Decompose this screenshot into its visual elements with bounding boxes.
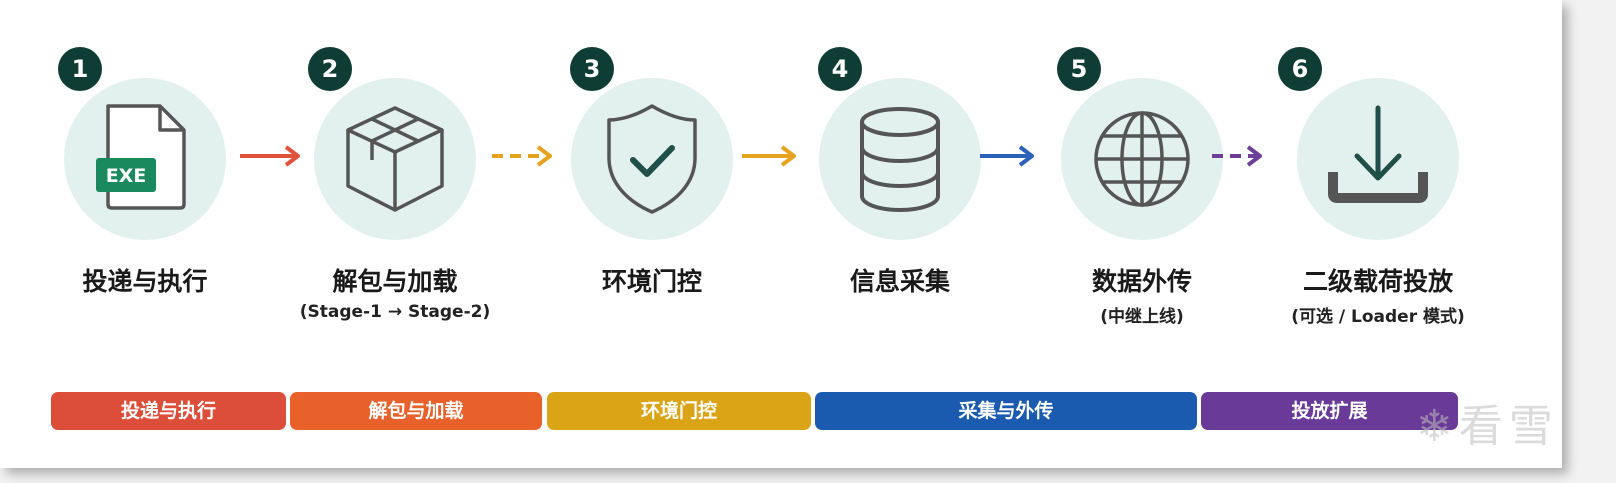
arrow-3-to-4	[742, 145, 796, 167]
step-title: 投递与执行	[82, 267, 208, 296]
phase-bar-gating: 环境门控	[547, 392, 811, 430]
step-title: 环境门控	[601, 267, 702, 296]
step-title: 信息采集	[849, 267, 950, 296]
phase-bar-collect-exfil: 采集与外传	[815, 392, 1197, 430]
arrow-1-to-2	[240, 145, 300, 167]
exe-file-icon: EXE	[64, 78, 226, 240]
step-number-badge: 3	[570, 47, 614, 91]
download-tray-icon	[1297, 78, 1459, 240]
arrow-4-to-5	[980, 145, 1034, 167]
step-number-badge: 4	[818, 47, 862, 91]
arrow-5-to-6	[1212, 145, 1262, 167]
snowflake-icon: ❄	[1416, 401, 1459, 452]
shield-check-icon	[571, 78, 733, 240]
step-subtitle: (Stage-1 → Stage-2)	[299, 302, 491, 322]
step-5: 5 数据外传 (中继上线)	[1012, 0, 1272, 340]
package-box-icon	[314, 78, 476, 240]
exe-badge-label: EXE	[106, 165, 147, 187]
step-4: 4 信息采集	[770, 0, 1030, 340]
step-title: 解包与加载	[332, 267, 458, 296]
arrow-2-to-3	[492, 145, 552, 167]
step-3: 3 环境门控	[522, 0, 782, 340]
step-title: 二级载荷投放	[1302, 267, 1453, 296]
database-icon	[819, 78, 981, 240]
phase-bar-delivery: 投递与执行	[51, 392, 286, 430]
step-number-badge: 2	[308, 47, 352, 91]
step-6: 6 二级载荷投放 (可选 / Loader 模式)	[1248, 0, 1508, 340]
phase-bar-unpack: 解包与加载	[290, 392, 542, 430]
step-title: 数据外传	[1091, 267, 1192, 296]
step-subtitle: (中继上线)	[1100, 307, 1184, 327]
globe-icon	[1061, 78, 1223, 240]
step-2: 2 解包与加载 (Stage-1 → Stage-2)	[265, 0, 525, 340]
watermark-text: 看雪	[1458, 401, 1559, 452]
phase-bar-payload: 投放扩展	[1201, 392, 1458, 430]
step-number-badge: 5	[1057, 47, 1101, 91]
step-number-badge: 6	[1278, 47, 1322, 91]
step-1: 1 EXE 投递与执行	[15, 0, 275, 340]
watermark-logo: ❄看雪	[1416, 390, 1559, 454]
step-number-badge: 1	[58, 47, 102, 91]
diagram-card: 1 EXE 投递与执行 2 解包与加载 (Stage-1 → Stage-	[0, 0, 1562, 468]
step-subtitle: (可选 / Loader 模式)	[1291, 307, 1465, 327]
